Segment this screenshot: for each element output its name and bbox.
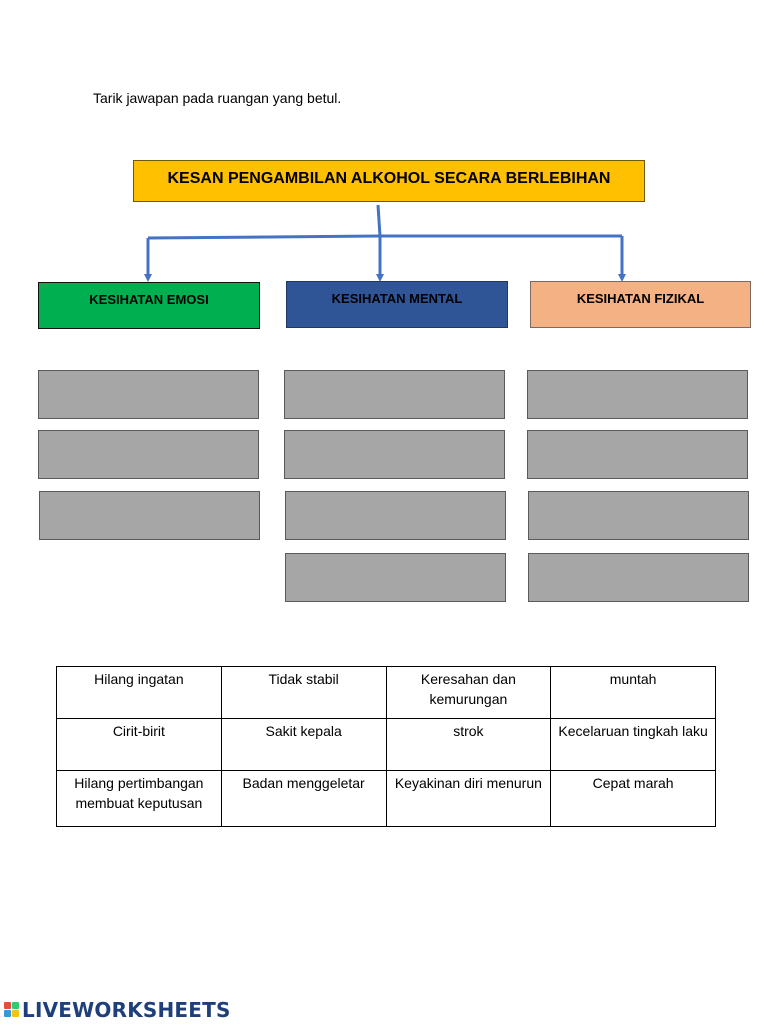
instruction-text: Tarik jawapan pada ruangan yang betul. bbox=[93, 90, 342, 106]
answer-card[interactable]: Hilang pertimbangan membuat keputusan bbox=[56, 770, 222, 827]
brand-name: LIVEWORKSHEETS bbox=[22, 998, 231, 1022]
drop-zone-fizikal-2[interactable] bbox=[527, 430, 748, 479]
answer-card[interactable]: Cirit-birit bbox=[56, 718, 222, 771]
main-title-box: KESAN PENGAMBILAN ALKOHOL SECARA BERLEBI… bbox=[133, 160, 645, 202]
category-emosi-label: KESIHATAN EMOSI bbox=[89, 292, 209, 307]
answer-card[interactable]: Keyakinan diri menurun bbox=[385, 770, 552, 827]
drop-zone-emosi-2[interactable] bbox=[38, 430, 259, 479]
liveworksheets-logo[interactable]: LIVEWORKSHEETS bbox=[4, 995, 231, 1025]
answer-card[interactable]: Hilang ingatan bbox=[56, 666, 222, 719]
answer-card[interactable]: Cepat marah bbox=[550, 770, 716, 827]
drop-zone-fizikal-4[interactable] bbox=[528, 553, 749, 602]
answer-card[interactable]: strok bbox=[385, 718, 552, 771]
drop-zone-mental-1[interactable] bbox=[284, 370, 505, 419]
liveworksheets-logo-icon bbox=[4, 1000, 20, 1020]
answer-card[interactable]: Sakit kepala bbox=[220, 718, 387, 771]
answer-card[interactable]: Tidak stabil bbox=[220, 666, 387, 719]
drop-zone-emosi-1[interactable] bbox=[38, 370, 259, 419]
table-row: Hilang ingatan Tidak stabil Keresahan da… bbox=[56, 666, 716, 719]
table-row: Hilang pertimbangan membuat keputusan Ba… bbox=[56, 770, 716, 827]
drop-zone-fizikal-3[interactable] bbox=[528, 491, 749, 540]
answer-card[interactable]: Badan menggeletar bbox=[220, 770, 387, 827]
category-emosi: KESIHATAN EMOSI bbox=[38, 282, 260, 329]
answer-card[interactable]: Kecelaruan tingkah laku bbox=[550, 718, 716, 771]
category-mental-label: KESIHATAN MENTAL bbox=[331, 291, 463, 306]
category-fizikal-label: KESIHATAN FIZIKAL bbox=[576, 291, 705, 306]
drop-zone-mental-2[interactable] bbox=[284, 430, 505, 479]
main-title: KESAN PENGAMBILAN ALKOHOL SECARA BERLEBI… bbox=[167, 170, 611, 187]
answer-card[interactable]: muntah bbox=[550, 666, 716, 719]
category-mental: KESIHATAN MENTAL bbox=[286, 281, 508, 328]
answer-card[interactable]: Keresahan dan kemurungan bbox=[385, 666, 552, 719]
category-fizikal: KESIHATAN FIZIKAL bbox=[530, 281, 751, 328]
table-row: Cirit-birit Sakit kepala strok Kecelarua… bbox=[56, 718, 716, 771]
drop-zone-mental-4[interactable] bbox=[285, 553, 506, 602]
connector-trunk bbox=[376, 204, 382, 237]
drop-zone-emosi-3[interactable] bbox=[39, 491, 260, 540]
connector-horizontal bbox=[147, 234, 622, 240]
drop-zone-fizikal-1[interactable] bbox=[527, 370, 748, 419]
answer-table: Hilang ingatan Tidak stabil Keresahan da… bbox=[56, 666, 716, 827]
drop-zone-mental-3[interactable] bbox=[285, 491, 506, 540]
